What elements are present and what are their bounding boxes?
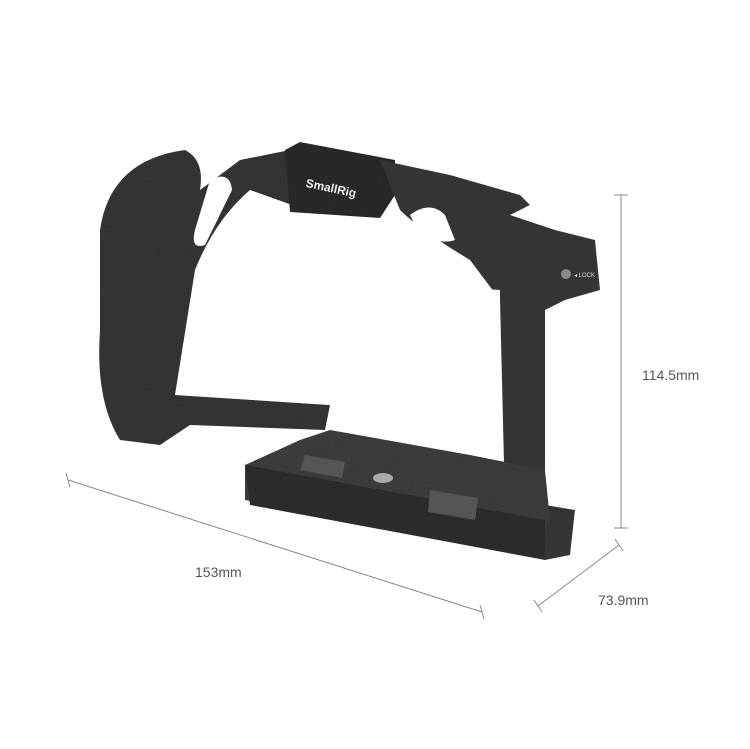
height-dimension-label: 114.5mm — [642, 367, 700, 383]
cage-top-plate — [285, 142, 395, 218]
lock-switch: ◂ LOCK — [561, 269, 595, 279]
depth-dimension-label: 73.9mm — [598, 592, 649, 608]
depth-dimension-line — [537, 544, 620, 607]
camera-cage — [99, 142, 600, 560]
mount-slot-left — [300, 455, 345, 478]
cage-left-side — [99, 150, 330, 445]
svg-text:◂ LOCK: ◂ LOCK — [574, 273, 595, 279]
width-dimension-line — [67, 479, 483, 613]
cage-top-right-arm — [380, 160, 600, 560]
dimension-lines — [65, 194, 628, 620]
mount-slot-right — [428, 490, 478, 520]
width-dimension-label: 153mm — [195, 564, 242, 580]
cage-holes — [180, 176, 500, 483]
